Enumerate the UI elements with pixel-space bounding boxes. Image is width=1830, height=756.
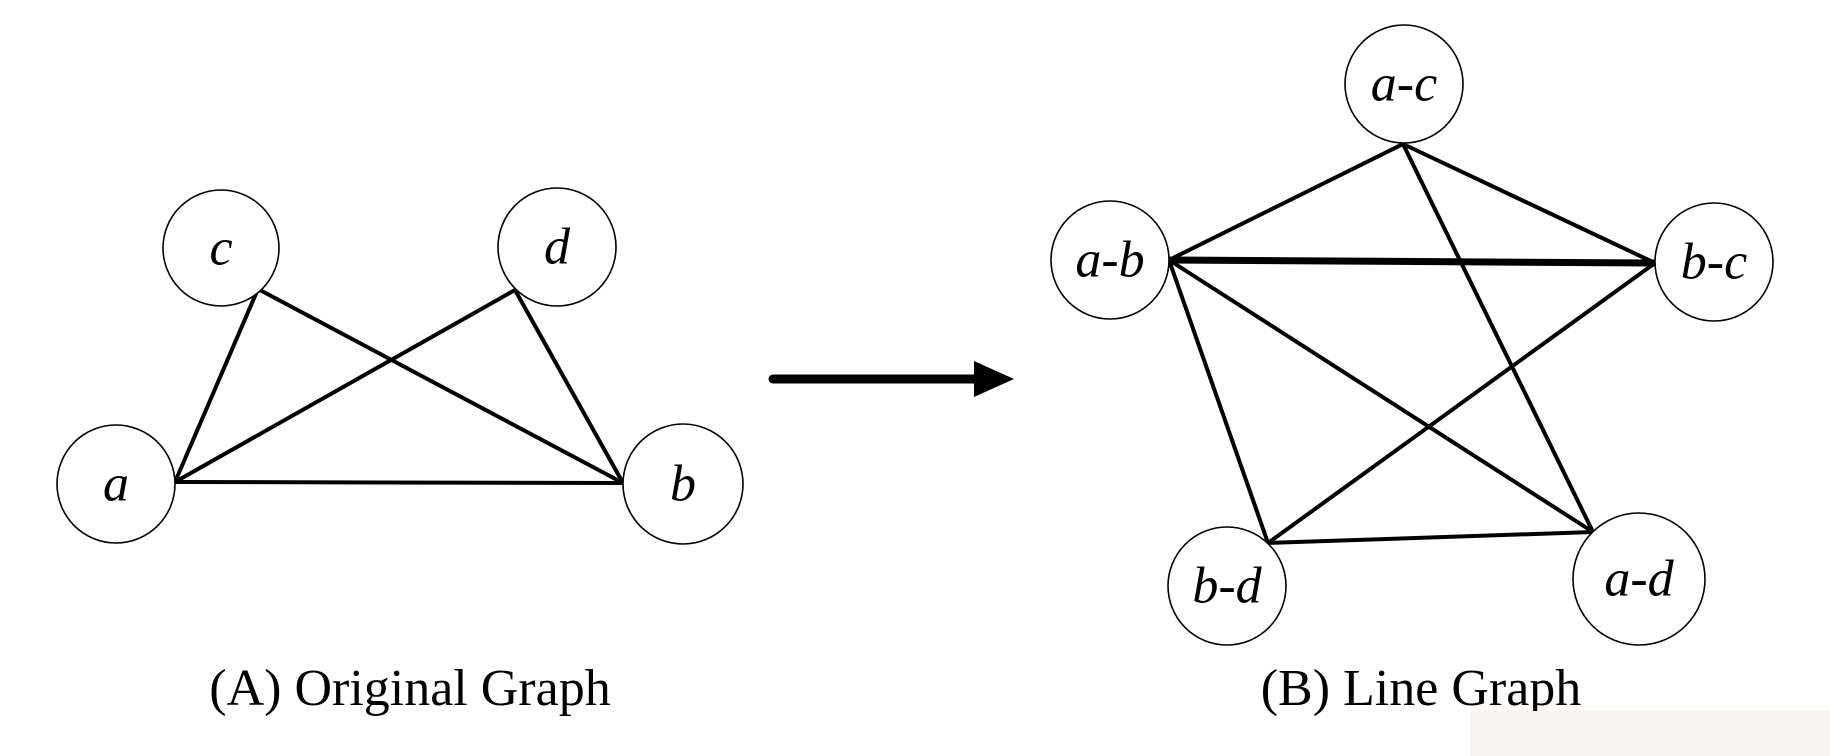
node-label-a-b: a-b xyxy=(1075,232,1144,289)
node-a-c xyxy=(1344,24,1464,144)
edge-a-c--a-d xyxy=(1401,143,1595,533)
node-label-b-d: b-d xyxy=(1192,558,1262,615)
edge-b-d--a-d xyxy=(1267,530,1594,545)
edge-a-b--a-c xyxy=(1168,142,1404,262)
node-label-d: d xyxy=(544,219,571,276)
node-label-b-c: b-c xyxy=(1681,234,1747,291)
node-a-b xyxy=(1050,200,1170,320)
transform-arrow-head xyxy=(974,361,1014,397)
edge-a--b xyxy=(174,480,624,485)
node-b-c xyxy=(1654,202,1774,322)
node-a xyxy=(56,424,176,544)
edge-b--d xyxy=(513,289,625,484)
line-graph-group: a-b a-c b-c b-d a-d xyxy=(1050,24,1774,646)
node-label-a-c: a-c xyxy=(1371,56,1437,113)
watermark-rect xyxy=(1470,711,1830,756)
edge-b--c xyxy=(257,287,624,485)
node-b-d xyxy=(1167,526,1287,646)
edge-a-b--a-d xyxy=(1167,258,1595,534)
node-c xyxy=(162,189,280,307)
edge-a-b--b-d xyxy=(1167,259,1270,544)
edge-a--c xyxy=(173,288,260,483)
node-d xyxy=(497,187,617,307)
original-graph-group: a b c d xyxy=(56,187,744,545)
edge-b-c--b-d xyxy=(1266,261,1657,545)
node-label-b: b xyxy=(670,456,696,513)
node-a-d xyxy=(1572,512,1706,646)
caption-original-graph: (A) Original Graph xyxy=(209,660,611,717)
caption-line-graph: (B) Line Graph xyxy=(1260,660,1582,717)
node-label-a-d: a-d xyxy=(1604,551,1674,608)
node-label-a: a xyxy=(103,456,129,513)
node-b xyxy=(622,423,744,545)
edge-a--d xyxy=(174,288,516,484)
edge-a-c--b-c xyxy=(1402,142,1656,265)
node-label-c: c xyxy=(209,220,232,277)
edge-a-b--b-c xyxy=(1168,256,1656,267)
